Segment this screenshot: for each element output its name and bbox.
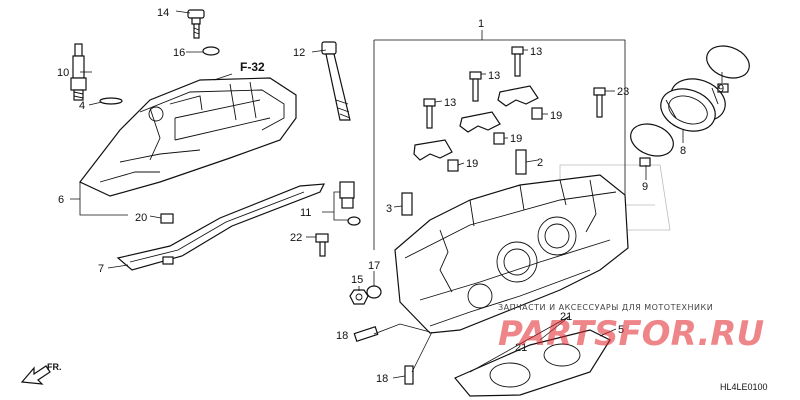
callout-16: 16 — [173, 47, 185, 59]
callout-21-upper: 21 — [560, 311, 572, 323]
callout-2: 2 — [537, 157, 543, 169]
callout-23: 23 — [617, 86, 629, 98]
intake-insulator — [660, 78, 726, 132]
temperature-sensor — [339, 181, 361, 226]
reference-label: F-32 — [240, 60, 265, 74]
callout-18-upper: 18 — [336, 330, 348, 342]
watermark: ЗАПЧАСТИ И АКСЕССУАРЫ ДЛЯ МОТОТЕХНИКИ PA… — [498, 303, 764, 354]
callout-1: 1 — [478, 18, 484, 30]
callout-3: 3 — [386, 203, 392, 215]
bolt-washer — [202, 46, 220, 56]
holder-bolts — [423, 46, 524, 129]
front-direction-indicator: FR. — [20, 362, 62, 385]
head-gasket — [454, 329, 611, 397]
callout-19-middle: 19 — [510, 133, 522, 145]
cylinder-head — [394, 174, 629, 334]
callout-17: 17 — [368, 260, 380, 272]
diagram-code: HL4LE0100 — [720, 382, 768, 392]
callout-19-upper: 19 — [550, 110, 562, 122]
callout-19-lower: 19 — [466, 158, 478, 170]
callout-9-upper: 9 — [718, 83, 724, 95]
callout-11: 11 — [300, 207, 311, 219]
plug-hole-seal — [160, 213, 174, 224]
callout-7: 7 — [98, 263, 104, 275]
callout-12: 12 — [293, 47, 305, 59]
callout-20: 20 — [135, 212, 147, 224]
collar — [515, 149, 527, 175]
leader-lines — [70, 10, 723, 379]
callout-10: 10 — [57, 67, 69, 79]
callout-18-lower: 18 — [376, 373, 388, 385]
direction-label: FR. — [47, 362, 62, 372]
callout-15: 15 — [351, 274, 363, 286]
spark-plug — [70, 43, 87, 101]
callout-13-bottom: 13 — [444, 97, 456, 109]
long-bolt — [321, 41, 351, 121]
callout-13-top: 13 — [530, 46, 542, 58]
head-bolt — [593, 87, 606, 118]
cover-gasket — [116, 183, 326, 271]
watermark-logo: PARTSFOR.RU — [498, 314, 764, 354]
callout-14: 14 — [157, 7, 169, 19]
cylinder-head-cover — [79, 77, 297, 197]
stud-bolt-upper — [353, 326, 379, 342]
callout-21-lower: 21 — [515, 342, 527, 354]
callout-4: 4 — [79, 100, 85, 112]
watermark-tagline: ЗАПЧАСТИ И АКСЕССУАРЫ ДЛЯ МОТОТЕХНИКИ — [498, 303, 713, 312]
callout-labels: 1 2 3 4 5 6 7 8 9 9 10 11 12 13 13 13 14… — [57, 7, 724, 385]
callout-5: 5 — [618, 324, 624, 336]
callout-13-middle: 13 — [488, 70, 500, 82]
cover-bolt — [187, 9, 205, 39]
callout-6: 6 — [58, 194, 64, 206]
callout-8: 8 — [680, 145, 686, 157]
cap-nut — [349, 289, 369, 305]
callout-22: 22 — [290, 232, 302, 244]
camshaft-holders — [413, 85, 543, 172]
small-bolt — [315, 233, 329, 257]
seal-ring — [366, 285, 382, 299]
callout-9-lower: 9 — [642, 181, 648, 193]
stud-bolt-lower — [404, 365, 414, 385]
dowel-pin — [401, 192, 413, 216]
plug-seal — [99, 97, 123, 105]
hose-clamps — [630, 45, 750, 167]
